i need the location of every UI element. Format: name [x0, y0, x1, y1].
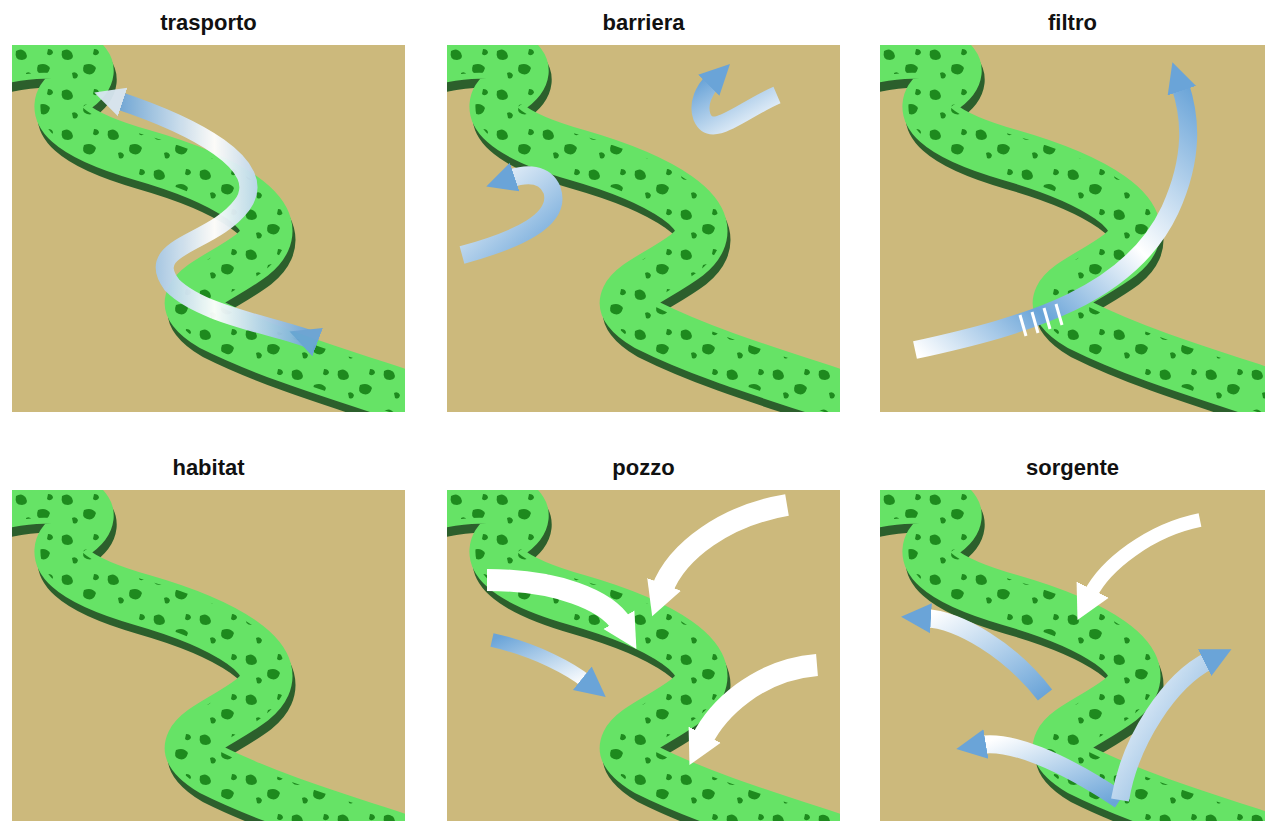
- panel: trasporto: [12, 3, 405, 412]
- panel: barriera: [447, 3, 840, 412]
- panel-illustration: [447, 490, 840, 821]
- panel: filtro: [880, 3, 1265, 412]
- panel-title: filtro: [880, 3, 1265, 43]
- panel-illustration: [880, 490, 1265, 821]
- panel-illustration: [447, 45, 840, 412]
- panel: habitat: [12, 448, 405, 821]
- panel-title: pozzo: [447, 448, 840, 488]
- panel-illustration: [880, 45, 1265, 412]
- panel-title: sorgente: [880, 448, 1265, 488]
- panel-title: barriera: [447, 3, 840, 43]
- panel-illustration: [12, 45, 405, 412]
- panel-illustration: [12, 490, 405, 821]
- panel-title: habitat: [12, 448, 405, 488]
- panel: sorgente: [880, 448, 1265, 821]
- panel-title: trasporto: [12, 3, 405, 43]
- panel: pozzo: [447, 448, 840, 821]
